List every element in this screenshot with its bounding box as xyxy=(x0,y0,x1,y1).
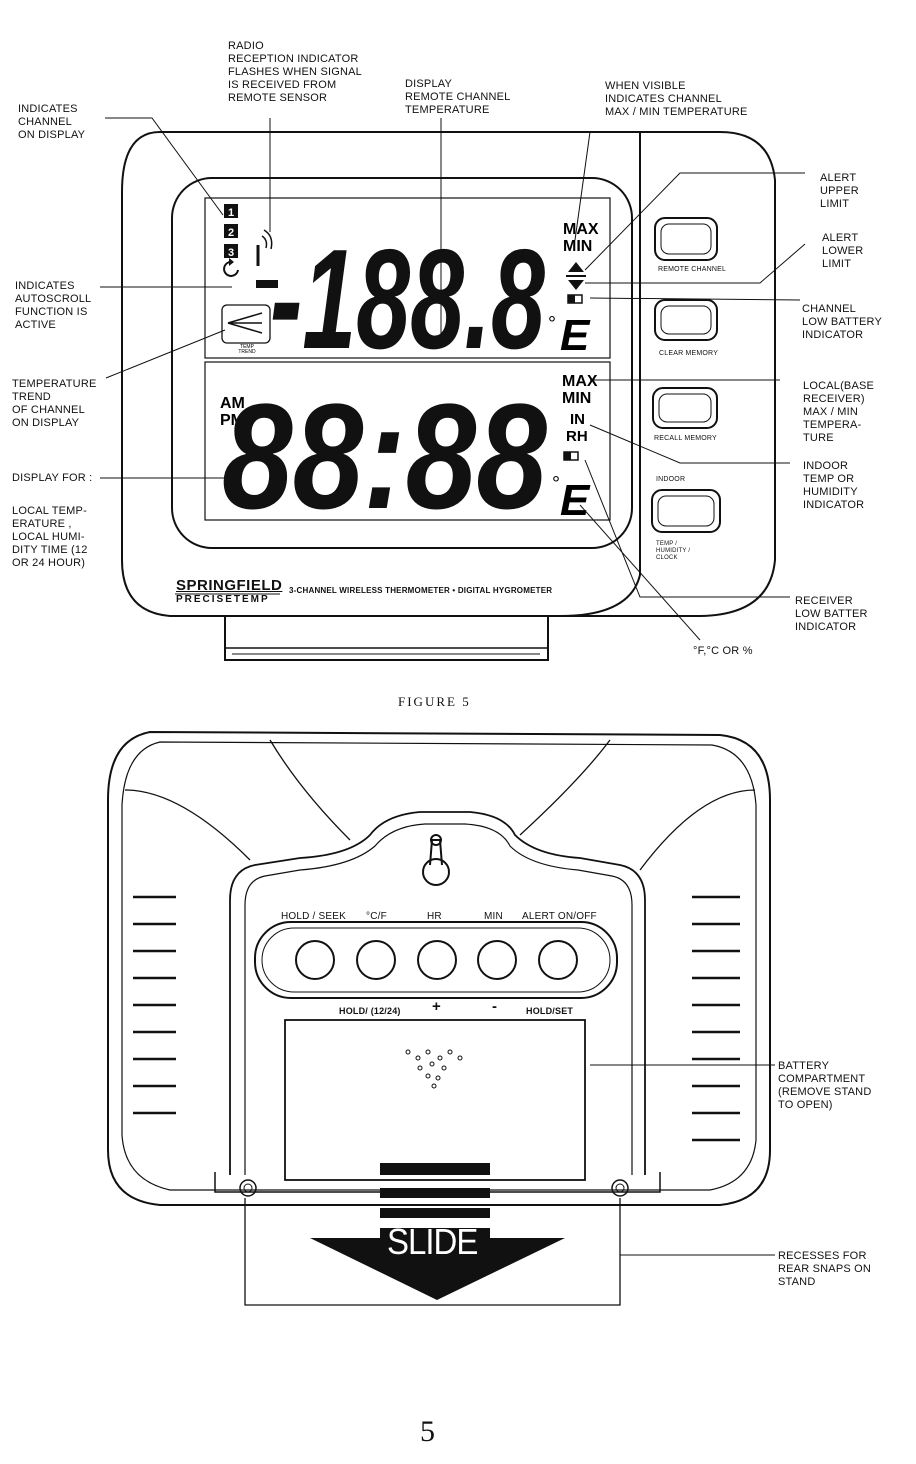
alert-on-off-button[interactable] xyxy=(538,940,578,980)
callout-battery-compartment: BATTERY COMPARTMENT (REMOVE STAND TO OPE… xyxy=(778,1060,872,1111)
callout-alert-upper: ALERT UPPER LIMIT xyxy=(820,172,859,210)
callout-autoscroll: INDICATES AUTOSCROLL FUNCTION IS ACTIVE xyxy=(15,280,92,331)
label-min: MIN xyxy=(484,911,503,922)
front-housing xyxy=(121,131,641,617)
callout-rear-snaps: RECESSES FOR REAR SNAPS ON STAND xyxy=(778,1250,872,1288)
callout-alert-lower: ALERT LOWER LIMIT xyxy=(822,232,864,270)
channel-2: 2 xyxy=(228,227,234,239)
label-alert-on-off: ALERT ON/OFF xyxy=(522,911,597,922)
slide-label: SLIDE xyxy=(387,1221,478,1262)
max-top: MAX xyxy=(563,221,599,238)
clear-memory-label: CLEAR MEMORY xyxy=(659,350,719,357)
hold-seek-button[interactable] xyxy=(295,940,335,980)
channel-1: 1 xyxy=(228,207,234,219)
temp-humidity-clock-label: TEMP / HUMIDITY / CLOCK xyxy=(656,541,691,561)
front-housing-right xyxy=(560,131,776,617)
callout-radio-reception: RADIO RECEPTION INDICATOR FLASHES WHEN S… xyxy=(228,40,362,104)
pm-label: PM xyxy=(220,412,244,429)
temp-trend-icon xyxy=(221,304,271,344)
callout-units: °F,°C OR % xyxy=(693,645,753,657)
label-c-f: °C/F xyxy=(366,911,387,922)
callout-temp-trend: TEMPERATURE TREND OF CHANNEL ON DISPLAY xyxy=(12,378,97,429)
remote-channel-button[interactable] xyxy=(654,217,718,261)
remote-channel-label: REMOTE CHANNEL xyxy=(658,266,727,273)
rh-label: RH xyxy=(566,428,588,445)
product-description: 3-CHANNEL WIRELESS THERMOMETER • DIGITAL… xyxy=(289,586,553,595)
callout-channel-low-battery: CHANNEL LOW BATTERY INDICATOR xyxy=(802,303,883,341)
max-bottom: MAX xyxy=(562,373,598,390)
label-hold-12-24: HOLD/ (12/24) xyxy=(339,1006,401,1016)
radio-signal-icon xyxy=(256,229,273,266)
hr-button[interactable] xyxy=(417,940,457,980)
brand-springfield: SPRINGFIELD xyxy=(176,577,283,594)
callout-local-list: LOCAL TEMP- ERATURE , LOCAL HUMI- DITY T… xyxy=(12,505,88,569)
label-hr: HR xyxy=(427,911,442,922)
callout-display-for: DISPLAY FOR : xyxy=(12,472,93,484)
callout-local-maxmin: LOCAL(BASE RECEIVER) MAX / MIN TEMPERA- … xyxy=(803,380,875,444)
min-button[interactable] xyxy=(477,940,517,980)
lcd-top xyxy=(204,197,611,359)
label-hold-seek: HOLD / SEEK xyxy=(281,911,346,922)
bottom-digits: 88:88 xyxy=(222,372,547,540)
label-minus: - xyxy=(492,998,498,1015)
callout-channel-display: INDICATES CHANNEL ON DISPLAY xyxy=(18,103,86,141)
figure-caption: FIGURE 5 xyxy=(398,694,471,709)
callout-receiver-low-battery: RECEIVER LOW BATTER INDICATOR xyxy=(795,595,868,633)
svg-text:°: ° xyxy=(548,313,556,335)
lcd-bottom xyxy=(204,361,611,521)
svg-text:°: ° xyxy=(552,473,560,495)
autoscroll-icon xyxy=(223,258,239,277)
label-hold-set: HOLD/SET xyxy=(526,1006,574,1016)
callout-max-min-channel: WHEN VISIBLE INDICATES CHANNEL MAX / MIN… xyxy=(605,80,748,118)
brand-precisetemp: PRECISETEMP xyxy=(176,594,270,605)
am-label: AM xyxy=(220,395,245,412)
channel-3: 3 xyxy=(228,247,234,259)
indoor-label: INDOOR xyxy=(656,476,686,483)
display-bezel xyxy=(171,177,633,549)
svg-text:E: E xyxy=(560,476,591,525)
callout-remote-temp: DISPLAY REMOTE CHANNEL TEMPERATURE xyxy=(405,78,511,116)
front-stand xyxy=(224,616,549,661)
recall-memory-button[interactable] xyxy=(652,387,718,429)
recall-memory-label: RECALL MEMORY xyxy=(654,435,717,442)
top-digits: -188.8 xyxy=(270,220,545,379)
temp-humidity-clock-button[interactable] xyxy=(651,489,721,533)
clear-memory-button[interactable] xyxy=(654,299,718,341)
in-label: IN xyxy=(570,411,585,428)
svg-text:TREND: TREND xyxy=(238,349,256,355)
min-top: MIN xyxy=(563,238,592,255)
c-f-button[interactable] xyxy=(356,940,396,980)
min-bottom: MIN xyxy=(562,390,591,407)
label-plus: + xyxy=(432,998,441,1015)
callout-indoor-humidity: INDOOR TEMP OR HUMIDITY INDICATOR xyxy=(803,460,865,511)
page-number: 5 xyxy=(420,1415,435,1448)
svg-text:TEMP: TEMP xyxy=(240,344,255,350)
svg-text:E: E xyxy=(560,311,591,360)
